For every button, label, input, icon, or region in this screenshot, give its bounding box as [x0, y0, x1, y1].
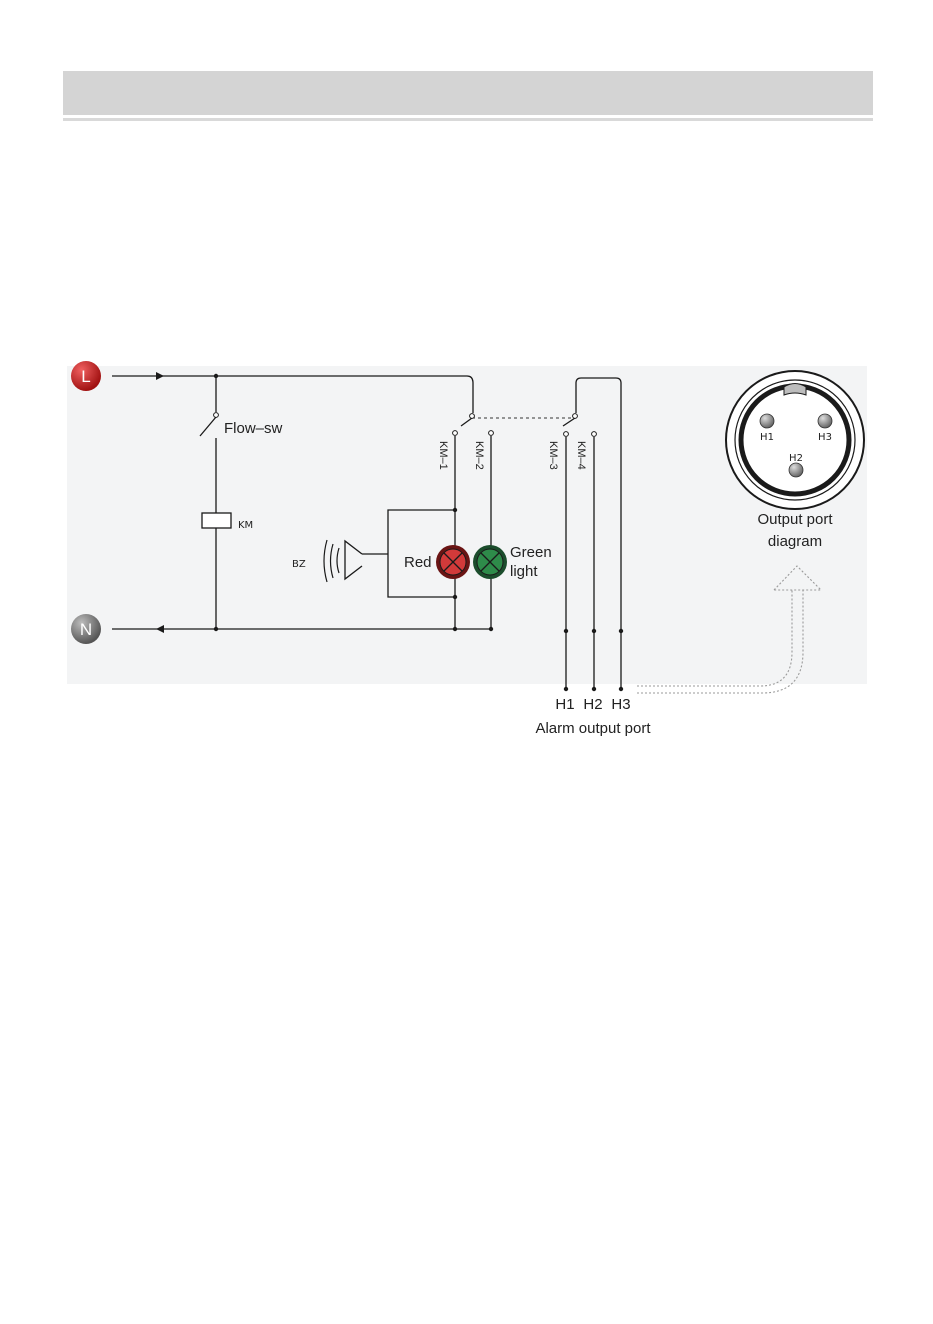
contact-label-km4: KM–4: [575, 441, 587, 470]
buzzer-label: BZ: [292, 559, 306, 570]
port-pin-h3: H3: [818, 432, 832, 443]
svg-text:N: N: [80, 620, 92, 639]
alarm-pin-h2: H2: [583, 696, 602, 713]
relay-coil: [202, 513, 231, 528]
port-diagram-label-2: diagram: [768, 533, 822, 550]
port-pin-h1: H1: [760, 432, 774, 443]
svg-text:L: L: [81, 367, 90, 386]
alarm-pin-h3: H3: [611, 696, 630, 713]
contact-label-km3: KM–3: [547, 441, 559, 470]
green-lamp-label-1: Green: [510, 544, 552, 561]
output-port-connector: [726, 371, 864, 509]
green-lamp-label-2: light: [510, 563, 538, 580]
relay-coil-label: KM: [238, 520, 253, 531]
line-terminal: L: [71, 361, 101, 391]
flow-switch-label: Flow–sw: [224, 420, 283, 437]
green-lamp: [473, 545, 507, 579]
neutral-terminal: N: [71, 614, 101, 644]
red-lamp: [436, 545, 470, 579]
alarm-pin-h1: H1: [555, 696, 574, 713]
alarm-port-label: Alarm output port: [535, 720, 651, 737]
contact-label-km2: KM–2: [473, 441, 485, 470]
contact-label-km1: KM–1: [437, 441, 449, 470]
red-lamp-label: Red: [404, 554, 432, 571]
port-diagram-label-1: Output port: [757, 511, 833, 528]
port-pin-h2: H2: [789, 453, 803, 464]
